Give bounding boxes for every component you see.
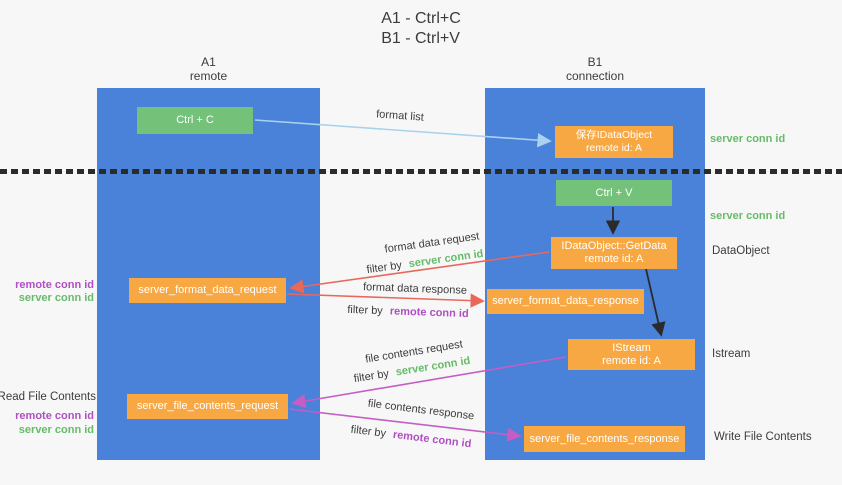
lifeline-header-a1: A1 remote xyxy=(97,55,320,83)
server-format-data-response-node: server_format_data_response xyxy=(487,289,644,314)
ctrl-v-label: Ctrl + V xyxy=(595,186,633,199)
write-file-contents-annotation: Write File Contents xyxy=(714,431,812,443)
phase-divider-dotted-line xyxy=(0,169,842,174)
save-idataobject-node: 保存IDataObject remote id: A xyxy=(555,126,673,158)
diagram-title: A1 - Ctrl+C B1 - Ctrl+V xyxy=(0,9,842,49)
getdata-to-istream-arrow xyxy=(645,268,666,337)
format-list-arrow xyxy=(254,119,552,148)
format-data-response-arrow xyxy=(286,293,485,308)
server-conn-id-annotation-mid: server conn id xyxy=(710,210,786,222)
server-file-contents-request-label: server_file_contents_request xyxy=(136,400,279,412)
remote-conn-id-annotation-2: remote conn id xyxy=(15,410,94,422)
server-format-data-request-label: server_format_data_request xyxy=(138,284,277,296)
remote-conn-id-annotation-1: remote conn id xyxy=(15,279,94,291)
server-file-contents-response-node: server_file_contents_response xyxy=(524,426,685,452)
istream-line1: IStream xyxy=(612,341,651,354)
format-data-request-arrow xyxy=(289,251,550,294)
istream-line2: remote id: A xyxy=(602,354,661,367)
server-conn-id-annotation-left-2: server conn id xyxy=(18,424,94,436)
save-idataobject-line2: remote id: A xyxy=(585,142,643,154)
istream-annotation: Istream xyxy=(712,348,751,360)
server-conn-id-annotation-top: server conn id xyxy=(710,133,786,145)
server-conn-id-annotation-left-1: server conn id xyxy=(18,292,94,304)
read-file-contents-annotation: Read File Contents xyxy=(0,391,96,403)
getdata-line2: remote id: A xyxy=(584,253,644,265)
file-contents-response-arrow xyxy=(288,408,522,442)
server-format-data-request-node: server_format_data_request xyxy=(129,278,286,303)
lifeline-a1-role: remote xyxy=(189,69,228,83)
save-idataobject-line1: 保存IDataObject xyxy=(575,129,653,141)
ctrl-c-label: Ctrl + C xyxy=(176,114,214,126)
istream-node: IStream remote id: A xyxy=(568,339,695,370)
title-line-2: B1 - Ctrl+V xyxy=(381,30,460,47)
lifeline-a1-name: A1 xyxy=(201,55,216,69)
idataobject-getdata-node: IDataObject::GetData remote id: A xyxy=(551,237,677,269)
server-file-contents-request-node: server_file_contents_request xyxy=(127,394,288,419)
getdata-line1: IDataObject::GetData xyxy=(561,240,667,252)
ctrl-c-node: Ctrl + C xyxy=(137,107,253,134)
lifeline-header-b1: B1 connection xyxy=(485,55,705,83)
server-format-data-response-label: server_format_data_response xyxy=(492,295,639,307)
server-file-contents-response-label: server_file_contents_response xyxy=(529,432,680,445)
lifeline-b1-role: connection xyxy=(565,69,625,83)
file-contents-request-arrow xyxy=(291,356,567,409)
ctrl-v-node: Ctrl + V xyxy=(556,180,672,206)
lifeline-b1-name: B1 xyxy=(587,55,603,69)
filter-prefix: filter by xyxy=(347,303,384,318)
title-line-1: A1 - Ctrl+C xyxy=(381,10,461,27)
dataobject-annotation: DataObject xyxy=(712,245,770,257)
